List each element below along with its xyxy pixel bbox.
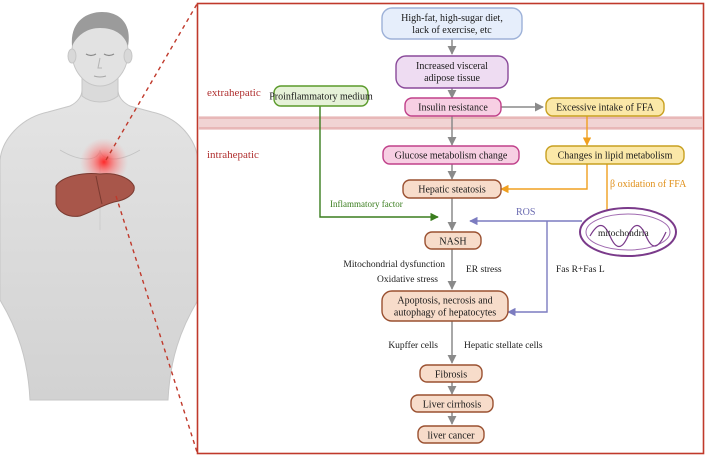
box-apoptosis-line1: Apoptosis, necrosis and	[397, 296, 492, 307]
label-hepatic-stellate-cells: Hepatic stellate cells	[464, 341, 543, 351]
liver-boundary-band	[198, 116, 703, 130]
box-nash-label: NASH	[439, 237, 466, 248]
box-hepatic-steatosis	[402, 179, 502, 199]
box-insulin-label: Insulin resistance	[418, 103, 488, 114]
box-lipid-metabolism	[545, 145, 685, 165]
box-proinflammatory-medium	[273, 85, 369, 107]
liver-icon	[55, 173, 135, 217]
box-glucose-label: Glucose metabolism change	[395, 151, 508, 162]
label-inflammatory-factor: Inflammatory factor	[330, 199, 403, 209]
region-label-extrahepatic: extrahepatic	[207, 87, 261, 99]
mitochondria-icon	[579, 207, 677, 257]
box-glucose-metabolism	[382, 145, 520, 165]
box-diet	[381, 7, 523, 40]
label-kupffer-cells: Kupffer cells	[388, 340, 438, 351]
box-fibrosis	[419, 364, 483, 383]
label-fas: Fas R+Fas L	[556, 265, 605, 275]
box-fibrosis-label: Fibrosis	[435, 370, 467, 381]
region-label-intrahepatic: intrahepatic	[207, 149, 259, 161]
box-insulin-resistance	[404, 97, 502, 117]
box-nash	[424, 231, 482, 250]
box-visceral-line2: adipose tissue	[424, 73, 480, 84]
box-liver-cirrhosis	[410, 394, 494, 413]
label-mitochondria: mitochondria	[598, 229, 649, 239]
box-ffa-label: Excessive intake of FFA	[556, 103, 655, 114]
ros-fas-arrows	[469, 216, 582, 317]
label-mitochondrial-dysfunction: Mitochondrial dysfunction	[343, 259, 445, 270]
zoom-line-top	[105, 3, 198, 161]
box-apoptosis-line2: autophagy of hepatocytes	[394, 308, 496, 319]
label-ros: ROS	[516, 207, 535, 218]
main-flow-arrows	[447, 39, 544, 425]
human-figure-illustration	[0, 12, 199, 401]
label-er-stress: ER stress	[466, 265, 502, 275]
box-liver-cancer	[417, 425, 485, 444]
inflammatory-factor-arrow	[319, 106, 439, 222]
box-cirrhosis-label: Liver cirrhosis	[423, 400, 482, 411]
box-diet-line2: lack of exercise, etc	[412, 25, 492, 36]
box-apoptosis	[381, 290, 509, 322]
box-cancer-label: liver cancer	[428, 431, 476, 442]
box-steatosis-label: Hepatic steatosis	[418, 185, 486, 196]
label-beta-oxidation: β oxidation of FFA	[610, 179, 687, 190]
box-visceral-adipose	[395, 55, 509, 89]
box-lipid-label: Changes in lipid metabolism	[558, 151, 673, 162]
box-ffa-intake	[545, 97, 665, 117]
box-visceral-line1: Increased visceral	[416, 61, 488, 72]
box-proinflammatory-label: Proinflammatory medium	[269, 92, 373, 103]
box-diet-line1: High-fat, high-sugar diet,	[401, 13, 503, 24]
label-oxidative-stress: Oxidative stress	[377, 275, 438, 285]
